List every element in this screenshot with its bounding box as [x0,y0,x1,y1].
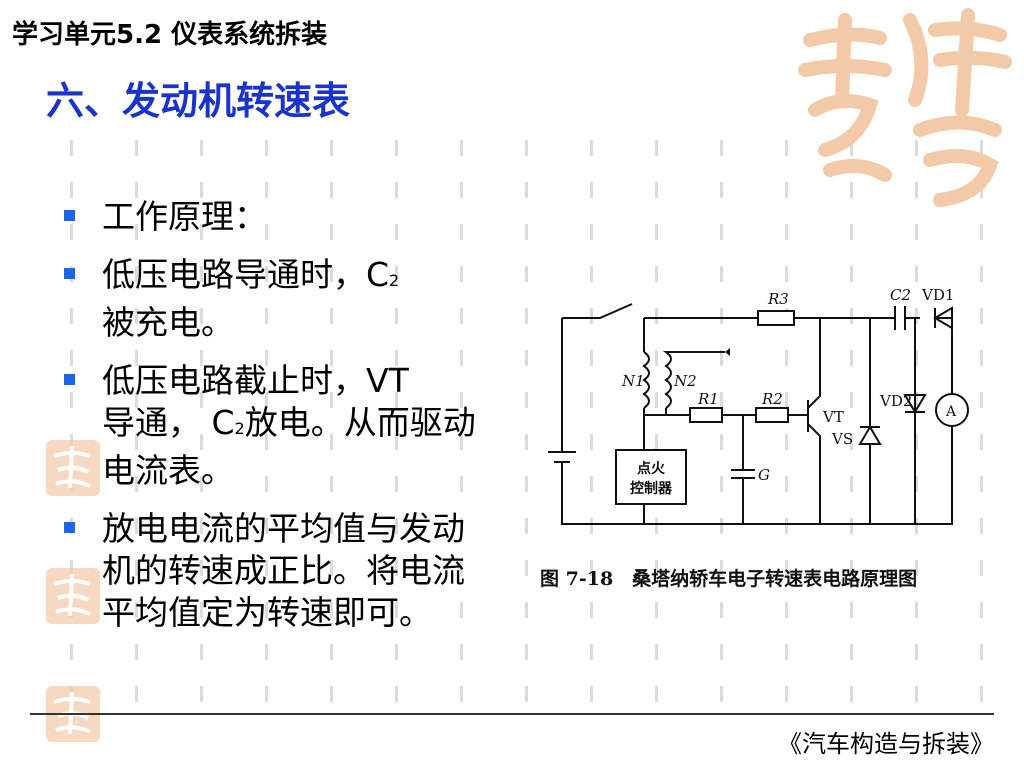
label-c2: C2 [890,286,911,304]
label-vt: VT [822,408,844,426]
bullet-text: 工作原理： [102,197,267,236]
small-seal-decoration [46,440,100,496]
tachometer-circuit-diagram: R3 C2 VD1 N1 N2 R1 R2 VT VD2 VS A G 点火 控… [548,286,969,525]
label-vd2: VD2 [879,392,912,410]
bullet-text: 被充电。 [102,303,234,342]
label-r1: R1 [697,390,719,408]
label-vd1: VD1 [921,286,954,304]
label-r3: R3 [767,290,789,308]
subscript: 2 [389,271,400,290]
bullet-text: 低压电路导通时， [102,255,366,294]
symbol-c: C [211,403,235,442]
section-title: 六、发动机转速表 [46,79,351,123]
label-vs: VS [831,430,853,448]
bullet-item: 低压电路截止时，VT 导通， C2放电。从而驱动电流表。 [64,360,484,492]
label-g: G [758,466,770,484]
label-n2: N2 [673,372,697,390]
bullet-text: 导通， [102,403,201,442]
label-r2: R2 [761,390,783,408]
bullet-item: 工作原理： [64,196,484,238]
box-label-line1: 点火 [637,460,666,477]
box-label-line2: 控制器 [630,480,673,497]
figure-caption: 图 7-18 桑塔纳轿车电子转速表电路原理图 [540,568,918,590]
bullet-marker [64,522,75,533]
footer-book-title: 《汽车构造与拆装》 [778,730,994,758]
subscript: 2 [234,419,245,438]
bullet-item: 低压电路导通时，C2 被充电。 [64,254,484,344]
label-n1: N1 [621,372,645,390]
calligraphy-seal-decoration [798,8,1012,207]
footer-divider [30,713,994,715]
label-ammeter: A [945,404,957,420]
symbol-vt: VT [366,361,409,400]
unit-title: 学习单元5.2 仪表系统拆装 [12,20,328,50]
bullet-text: 放电。从而驱动电流表。 [102,403,476,490]
bullet-marker [64,210,75,221]
bullet-text: 低压电路截止时， [102,361,366,400]
bullet-item: 放电电流的平均值与发动机的转速成正比。将电流平均值定为转速即可。 [64,508,484,634]
bullet-text: 放电电流的平均值与发动机的转速成正比。将电流平均值定为转速即可。 [102,509,465,632]
bullet-marker [64,268,75,279]
small-seal-decoration [46,568,100,624]
symbol-c: C [366,255,390,294]
bullet-marker [64,374,75,385]
